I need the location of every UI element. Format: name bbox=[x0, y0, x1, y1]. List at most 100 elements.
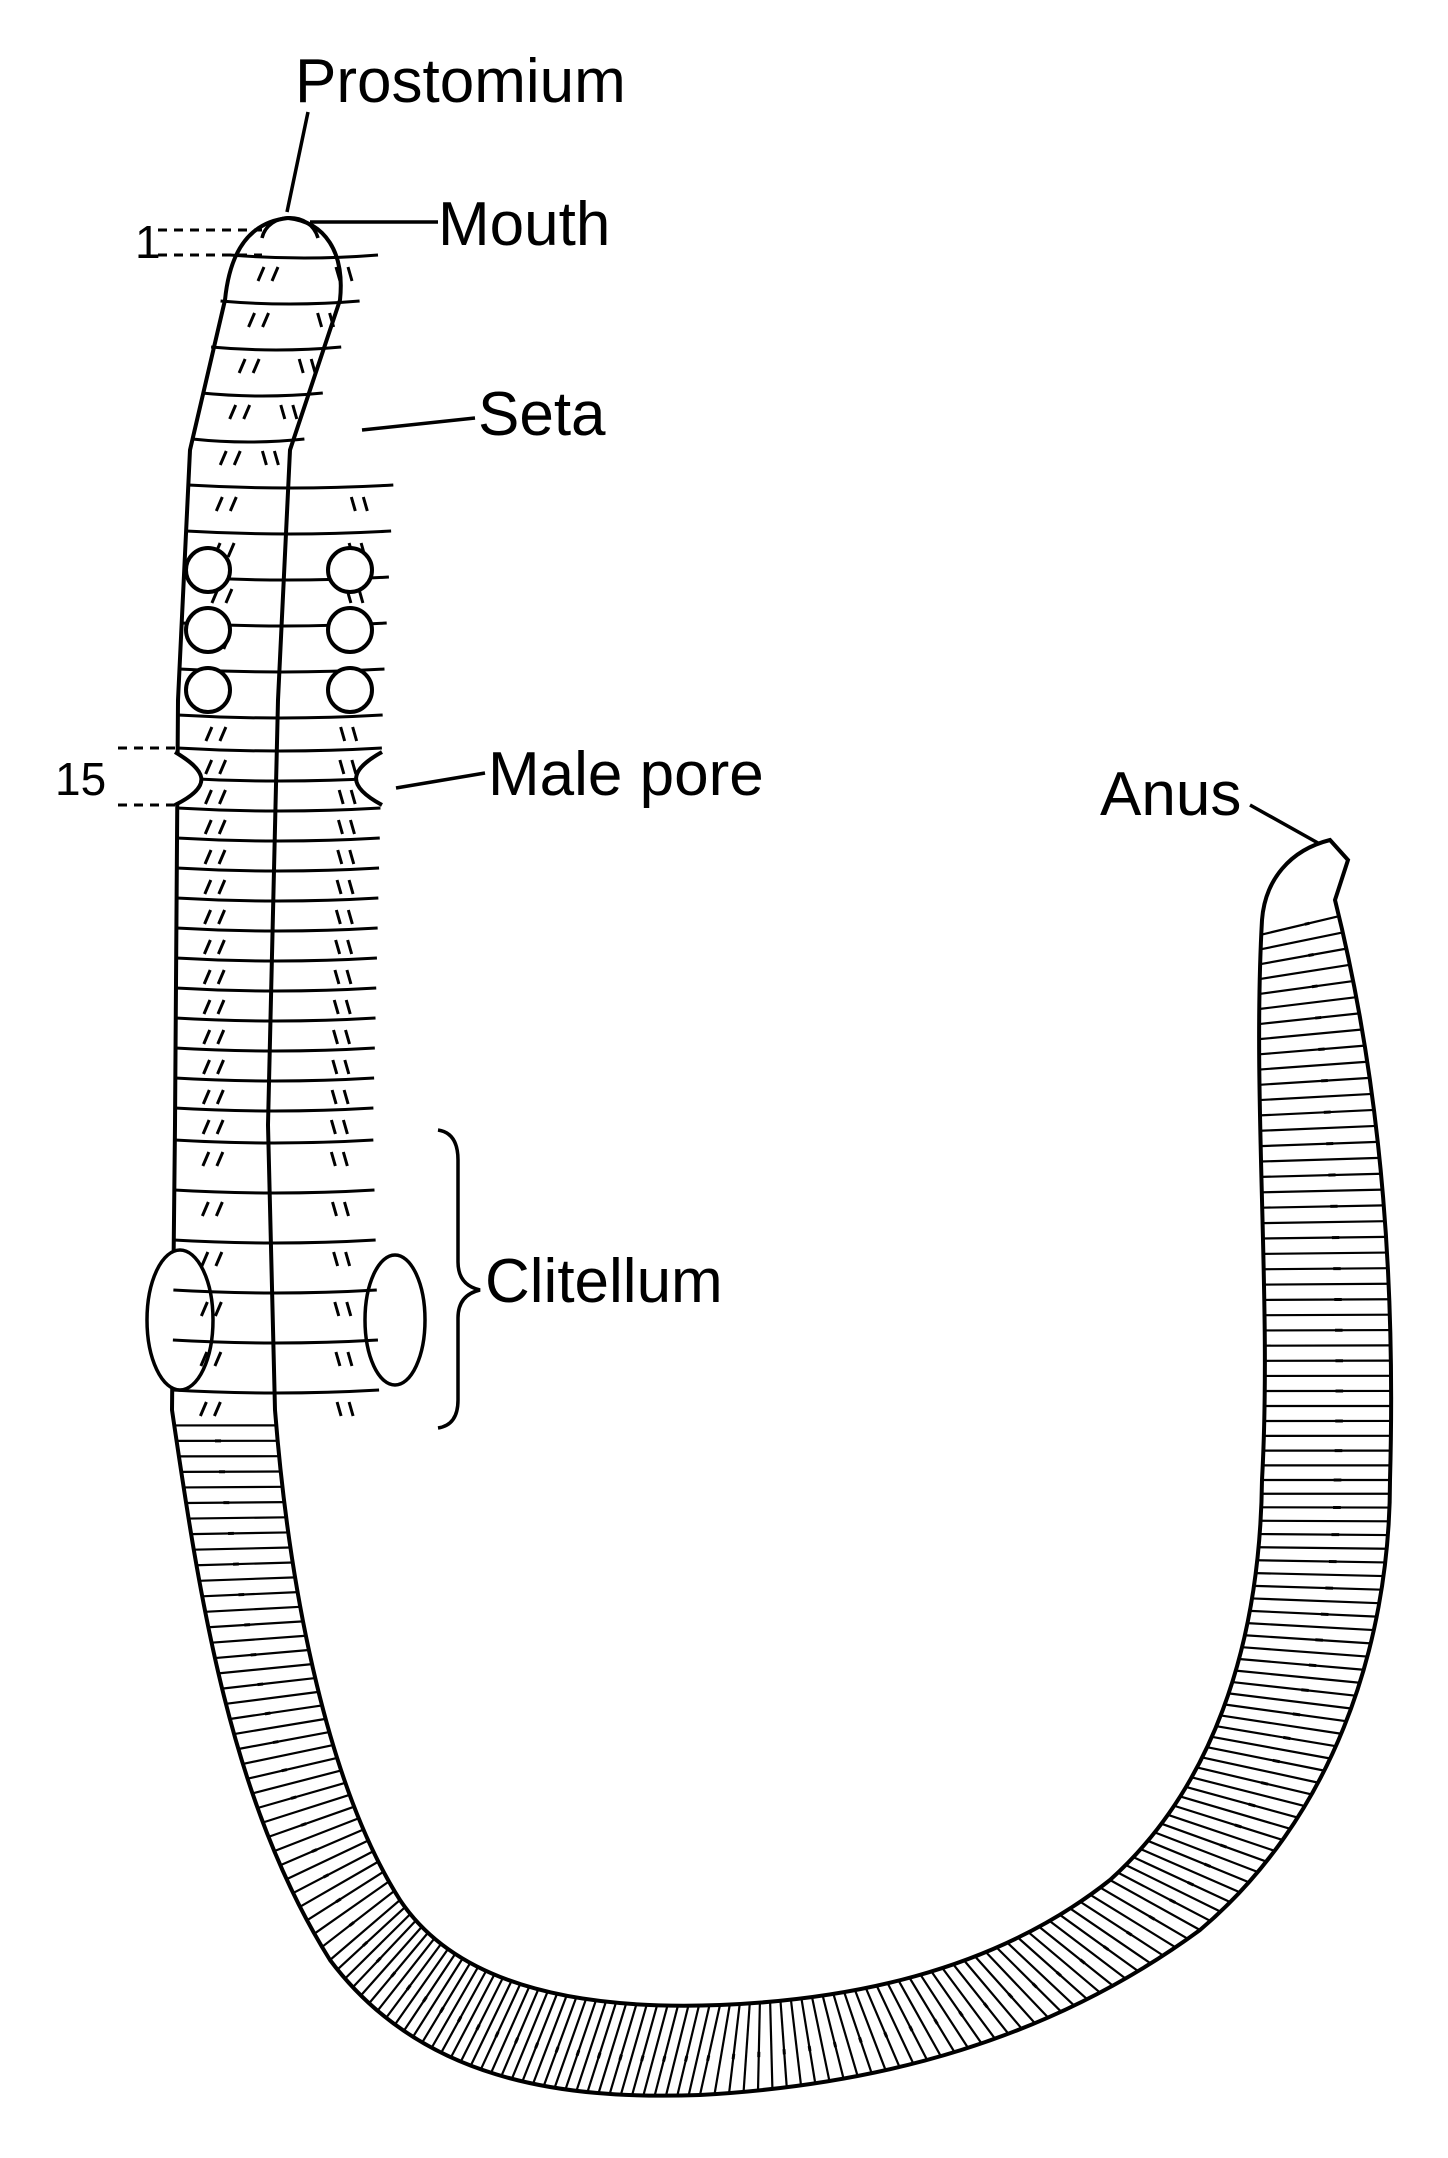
seta-mark bbox=[832, 2041, 838, 2048]
segment-ring bbox=[177, 746, 382, 753]
seta-mark bbox=[883, 2031, 889, 2038]
segment-ring bbox=[1258, 1546, 1387, 1550]
segment-ring bbox=[631, 2004, 659, 2096]
segment-ring bbox=[1109, 1879, 1201, 1931]
segment-ring bbox=[864, 1987, 901, 2068]
segment-ring bbox=[176, 956, 378, 963]
seta-mark bbox=[405, 1984, 412, 1991]
seta-mark bbox=[203, 939, 226, 955]
segment-ring bbox=[229, 1704, 323, 1721]
segment-ring bbox=[242, 1744, 334, 1765]
segment-ring bbox=[183, 1485, 283, 1489]
seta-mark bbox=[1318, 1047, 1325, 1051]
segment-ring bbox=[1255, 1572, 1384, 1578]
seta-mark bbox=[330, 1089, 350, 1105]
seta-mark bbox=[316, 312, 336, 328]
clitellum-swelling-right bbox=[363, 1253, 427, 1387]
segment-ring bbox=[1228, 1692, 1352, 1710]
segment-ring bbox=[1125, 1863, 1221, 1913]
seta-mark bbox=[1186, 1880, 1195, 1887]
seta-mark bbox=[662, 2055, 667, 2062]
label-segment-15: 15 bbox=[55, 753, 106, 805]
seta-mark bbox=[260, 450, 280, 466]
segment-ring bbox=[1079, 1900, 1164, 1957]
segment-ring bbox=[177, 776, 382, 783]
seta-mark bbox=[332, 999, 352, 1015]
segment-ring bbox=[177, 806, 381, 813]
segment-ring bbox=[286, 1839, 369, 1881]
seta-mark bbox=[596, 2052, 602, 2059]
segment-ring bbox=[886, 1982, 929, 2061]
seta-mark bbox=[534, 2042, 540, 2049]
seta-mark bbox=[684, 2055, 689, 2062]
segment-ring bbox=[1260, 1124, 1376, 1132]
seta-mark bbox=[1308, 953, 1314, 957]
segment-ring bbox=[500, 1988, 540, 2077]
segment-ring bbox=[564, 2000, 597, 2090]
seta-mark bbox=[331, 1201, 350, 1217]
segment-ring bbox=[175, 1046, 375, 1053]
segment-ring bbox=[1220, 1714, 1342, 1735]
segment-ring bbox=[177, 713, 383, 720]
label-seta: Seta bbox=[478, 380, 606, 449]
seta-mark bbox=[201, 1119, 225, 1135]
seta-mark bbox=[1203, 1862, 1212, 1868]
label-male-pore: Male pore bbox=[488, 740, 764, 809]
segment-ring bbox=[1249, 1609, 1377, 1618]
segment-ring bbox=[1261, 915, 1340, 936]
seta-mark bbox=[199, 1351, 223, 1367]
segment-ring bbox=[176, 926, 378, 933]
segment-ring bbox=[1089, 1893, 1177, 1949]
seta-mark bbox=[1260, 1781, 1269, 1786]
segment-ring bbox=[1069, 1907, 1152, 1965]
segment-ring bbox=[1259, 1532, 1388, 1537]
segment-ring bbox=[642, 2005, 669, 2096]
seta-mark bbox=[337, 819, 356, 835]
segment-ring bbox=[321, 1890, 396, 1948]
segment-ring bbox=[510, 1991, 549, 2080]
label-prostomium: Prostomium bbox=[295, 47, 626, 116]
segment-ring bbox=[218, 1663, 313, 1675]
segment-ring bbox=[1038, 1925, 1114, 1987]
segment-ring bbox=[1251, 1597, 1380, 1605]
segment-ring bbox=[985, 1951, 1049, 2019]
segment-ring bbox=[1132, 1856, 1231, 1904]
segment-ring bbox=[1253, 1584, 1382, 1591]
label-mouth: Mouth bbox=[438, 190, 610, 259]
segment-ring bbox=[821, 1995, 845, 2079]
seta-mark bbox=[264, 1711, 271, 1716]
segment-ring bbox=[336, 1906, 406, 1971]
seta-mark bbox=[297, 358, 317, 374]
segment-ring bbox=[1259, 1012, 1360, 1026]
segment-rings bbox=[172, 253, 1392, 2096]
segment-ring bbox=[676, 2005, 700, 2096]
segment-ring bbox=[1167, 1813, 1275, 1852]
seta-mark bbox=[335, 879, 355, 895]
segment-ring bbox=[1048, 1920, 1127, 1980]
segment-ring bbox=[1259, 1092, 1372, 1102]
seta-mark bbox=[203, 819, 227, 835]
segment-ring bbox=[789, 1999, 803, 2086]
segment-ring bbox=[202, 1591, 298, 1598]
segment-ring bbox=[1006, 1941, 1075, 2007]
segment-ring bbox=[393, 1948, 449, 2026]
seta-mark bbox=[731, 2053, 736, 2060]
segment-ring bbox=[173, 1288, 377, 1295]
male-pore-right bbox=[354, 750, 383, 807]
seta-mark bbox=[204, 789, 227, 805]
label-anus: Anus bbox=[1100, 760, 1241, 829]
seta-mark bbox=[1055, 1970, 1062, 1977]
seta-mark bbox=[202, 1059, 225, 1075]
segment-ring bbox=[1259, 1076, 1370, 1086]
segment-ring bbox=[214, 1648, 309, 1660]
seta-mark bbox=[1283, 1735, 1291, 1741]
segment-ring bbox=[469, 1980, 513, 2067]
segment-ring bbox=[1185, 1785, 1298, 1819]
segment-ring bbox=[1196, 1766, 1312, 1796]
seta-mark bbox=[1031, 1982, 1038, 1989]
segment-ring bbox=[196, 1561, 293, 1567]
seta-mark bbox=[958, 2010, 964, 2017]
segment-ring bbox=[1117, 1871, 1211, 1922]
segment-ring bbox=[191, 1531, 289, 1536]
